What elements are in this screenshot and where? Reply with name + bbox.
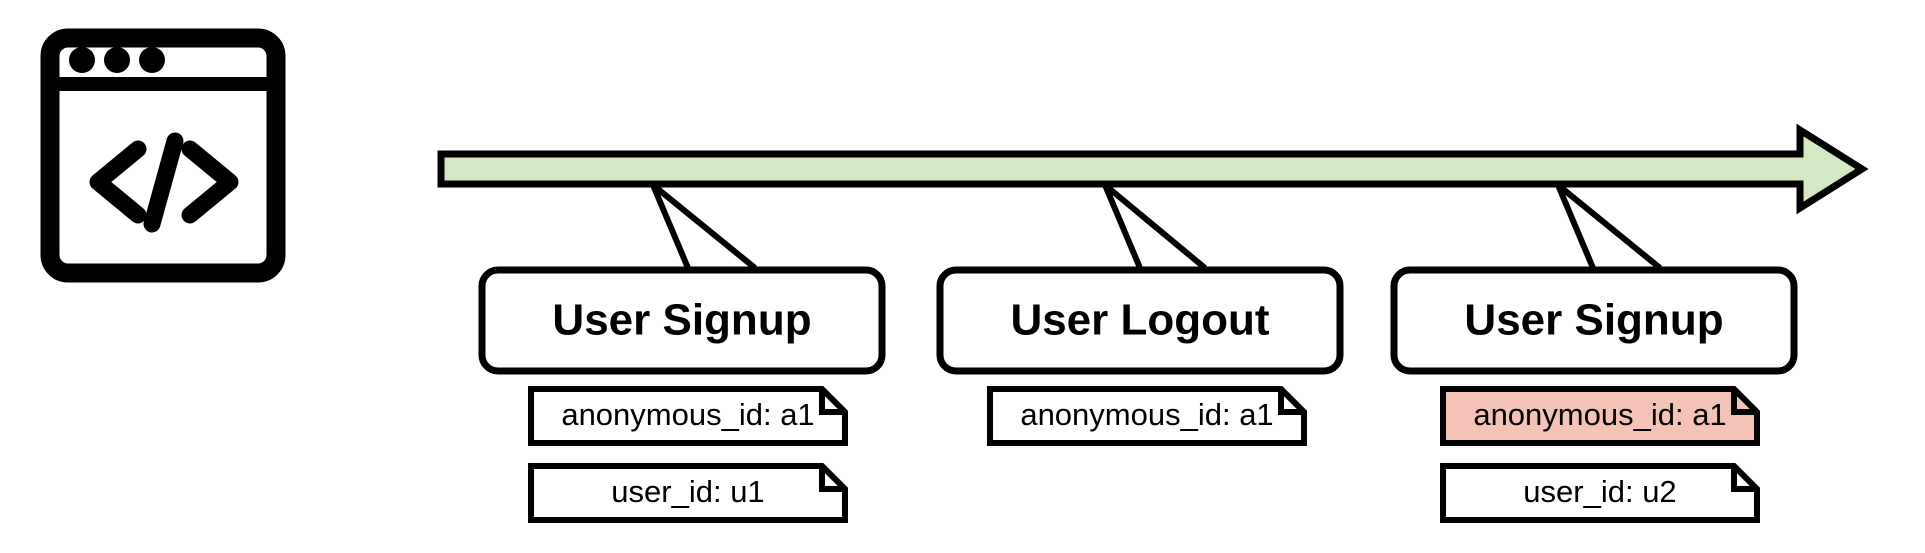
event-1-box[interactable] [478, 266, 886, 375]
event-group-3: User Signup anonymous_id: a1 user_id: u2 [1390, 182, 1798, 523]
event-3-callout-pointer [1555, 182, 1662, 271]
event-3-note-2-text: user_id: u2 [1523, 474, 1676, 509]
event-1-title: User Signup [552, 296, 811, 345]
event-1-note-1-text: anonymous_id: a1 [561, 397, 814, 432]
event-1-note-1[interactable]: anonymous_id: a1 [528, 386, 848, 446]
event-2-note-1-shape [987, 386, 1307, 446]
event-3-note-1-shape [1440, 386, 1760, 446]
window-frame [40, 28, 286, 283]
event-group-2: User Logout anonymous_id: a1 [936, 182, 1344, 446]
code-window-icon [40, 28, 286, 283]
event-3-note-1[interactable]: anonymous_id: a1 [1440, 386, 1760, 446]
window-dot-1 [69, 47, 95, 73]
event-2-note-1-fold [1278, 389, 1304, 415]
angle-bracket-right-icon [181, 140, 239, 224]
event-1-note-2-text: user_id: u1 [611, 474, 764, 509]
event-timeline-arrow [437, 123, 1869, 215]
event-3-note-2-shape [1440, 463, 1760, 523]
window-dot-3 [139, 47, 165, 73]
slash-icon [143, 132, 184, 233]
event-3-note-2-fold [1731, 466, 1757, 492]
window-dot-2 [104, 47, 130, 73]
event-1-note-1-fold [819, 389, 845, 415]
event-1-note-2-shape [528, 463, 848, 523]
event-1-callout-pointer [650, 182, 757, 271]
event-1-note-2-fold [819, 466, 845, 492]
event-3-note-1-text: anonymous_id: a1 [1473, 397, 1726, 432]
event-3-note-2[interactable]: user_id: u2 [1440, 463, 1760, 523]
event-group-1: User Signup anonymous_id: a1 user_id: u1 [478, 182, 886, 523]
event-3-title: User Signup [1464, 296, 1723, 345]
event-2-title: User Logout [1010, 296, 1269, 345]
angle-bracket-left-icon [89, 140, 147, 224]
event-3-box[interactable] [1390, 266, 1798, 375]
event-2-note-1-text: anonymous_id: a1 [1020, 397, 1273, 432]
timeline-arrow-shape [437, 123, 1869, 215]
event-1-note-1-shape [528, 386, 848, 446]
event-3-note-1-fold [1731, 389, 1757, 415]
event-2-callout-pointer [1102, 182, 1207, 271]
event-1-note-2[interactable]: user_id: u1 [528, 463, 848, 523]
event-2-note-1[interactable]: anonymous_id: a1 [987, 386, 1307, 446]
event-2-box[interactable] [936, 266, 1344, 375]
